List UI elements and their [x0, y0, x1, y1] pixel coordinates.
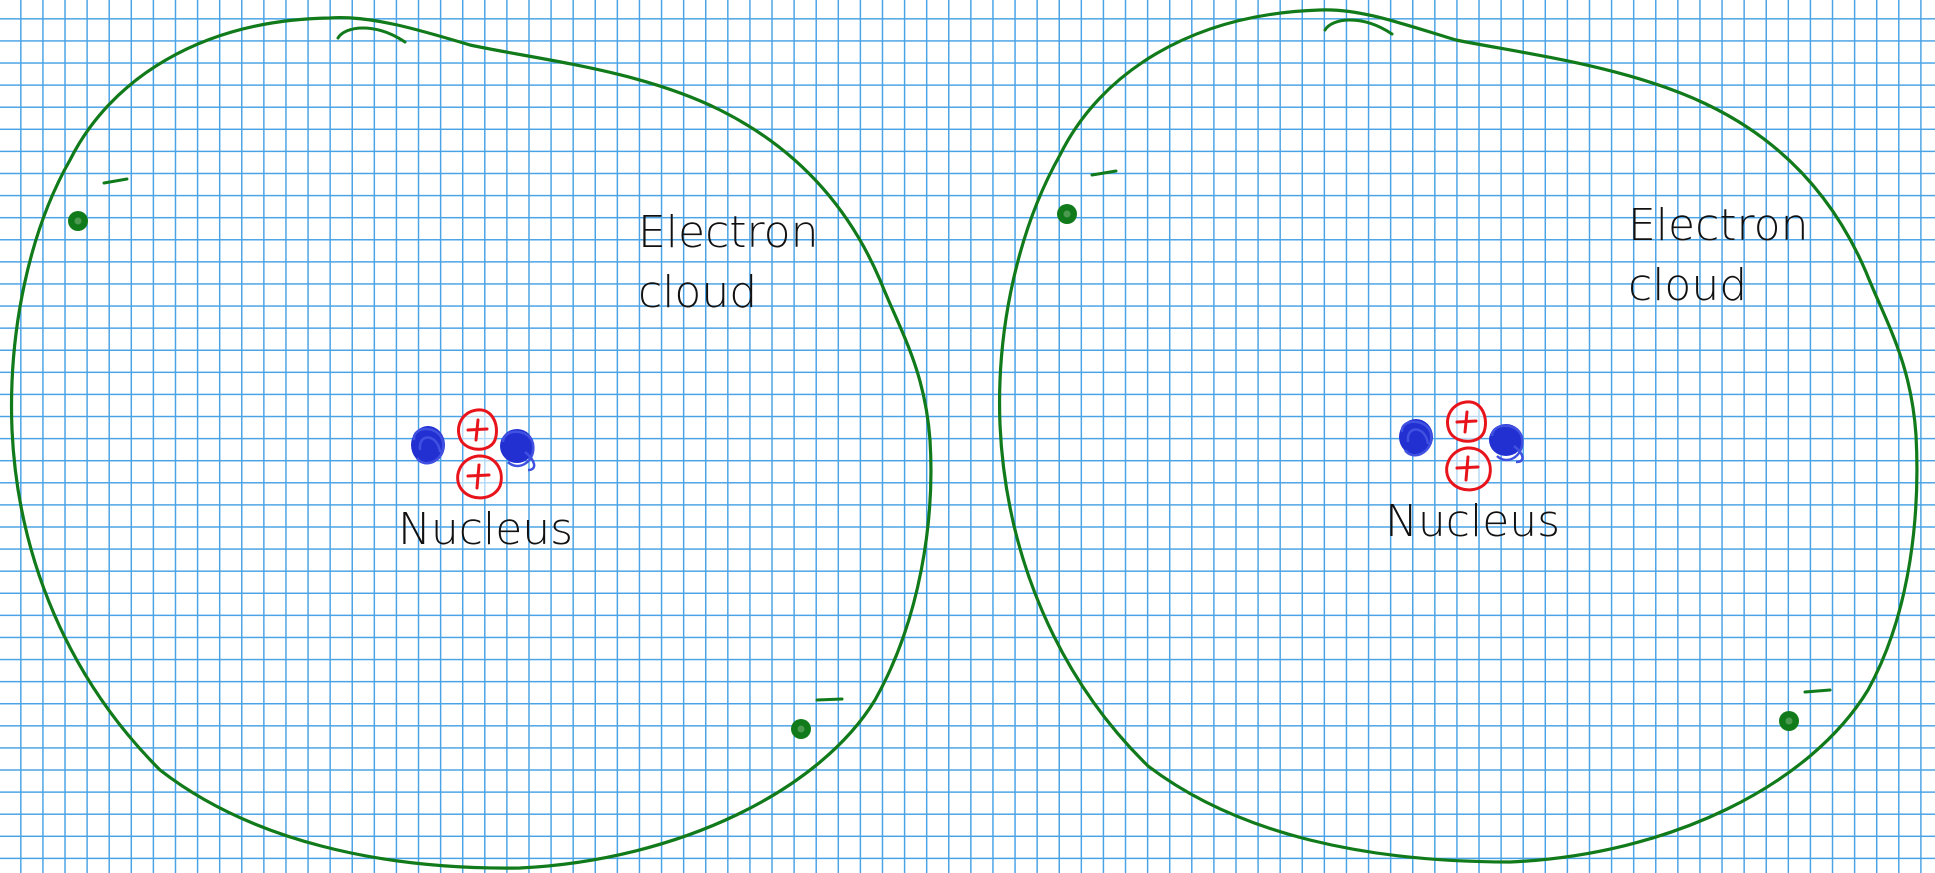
neutron-left	[1399, 419, 1433, 457]
neutron-right	[500, 429, 536, 472]
electron-charge-bottom-right	[1803, 688, 1832, 694]
electron-charge-bottom-right	[815, 697, 844, 702]
electron-cloud-label: Electron cloud	[638, 207, 819, 318]
proton-top	[457, 408, 498, 451]
electron-cloud-outline	[9, 16, 933, 870]
nucleus-label: Nucleus	[1385, 496, 1561, 547]
electron-top-left	[1057, 204, 1077, 224]
cloud-pen-flick	[1323, 18, 1394, 36]
electron-top-left	[68, 211, 88, 231]
neutron-right	[1489, 424, 1524, 464]
electron-charge-top-left	[102, 177, 129, 185]
cloud-pen-flick	[336, 26, 407, 44]
proton-bottom	[456, 454, 503, 500]
electron-bottom-right	[1779, 711, 1799, 731]
proton-bottom	[1445, 446, 1492, 492]
proton-top	[1446, 400, 1487, 443]
electron-charge-top-left	[1090, 169, 1118, 177]
electron-bottom-right	[791, 719, 811, 739]
atom-diagram-1: Electron cloud Nucleus	[9, 16, 933, 870]
neutron-left	[411, 426, 445, 465]
atom-drawing	[9, 16, 933, 870]
atom-drawing	[997, 8, 1919, 864]
electron-cloud-label: Electron cloud	[1628, 200, 1809, 311]
electron-cloud-outline	[997, 8, 1919, 864]
nucleus-label: Nucleus	[398, 504, 574, 555]
atom-diagram-2: Electron cloud Nucleus	[990, 0, 1935, 873]
